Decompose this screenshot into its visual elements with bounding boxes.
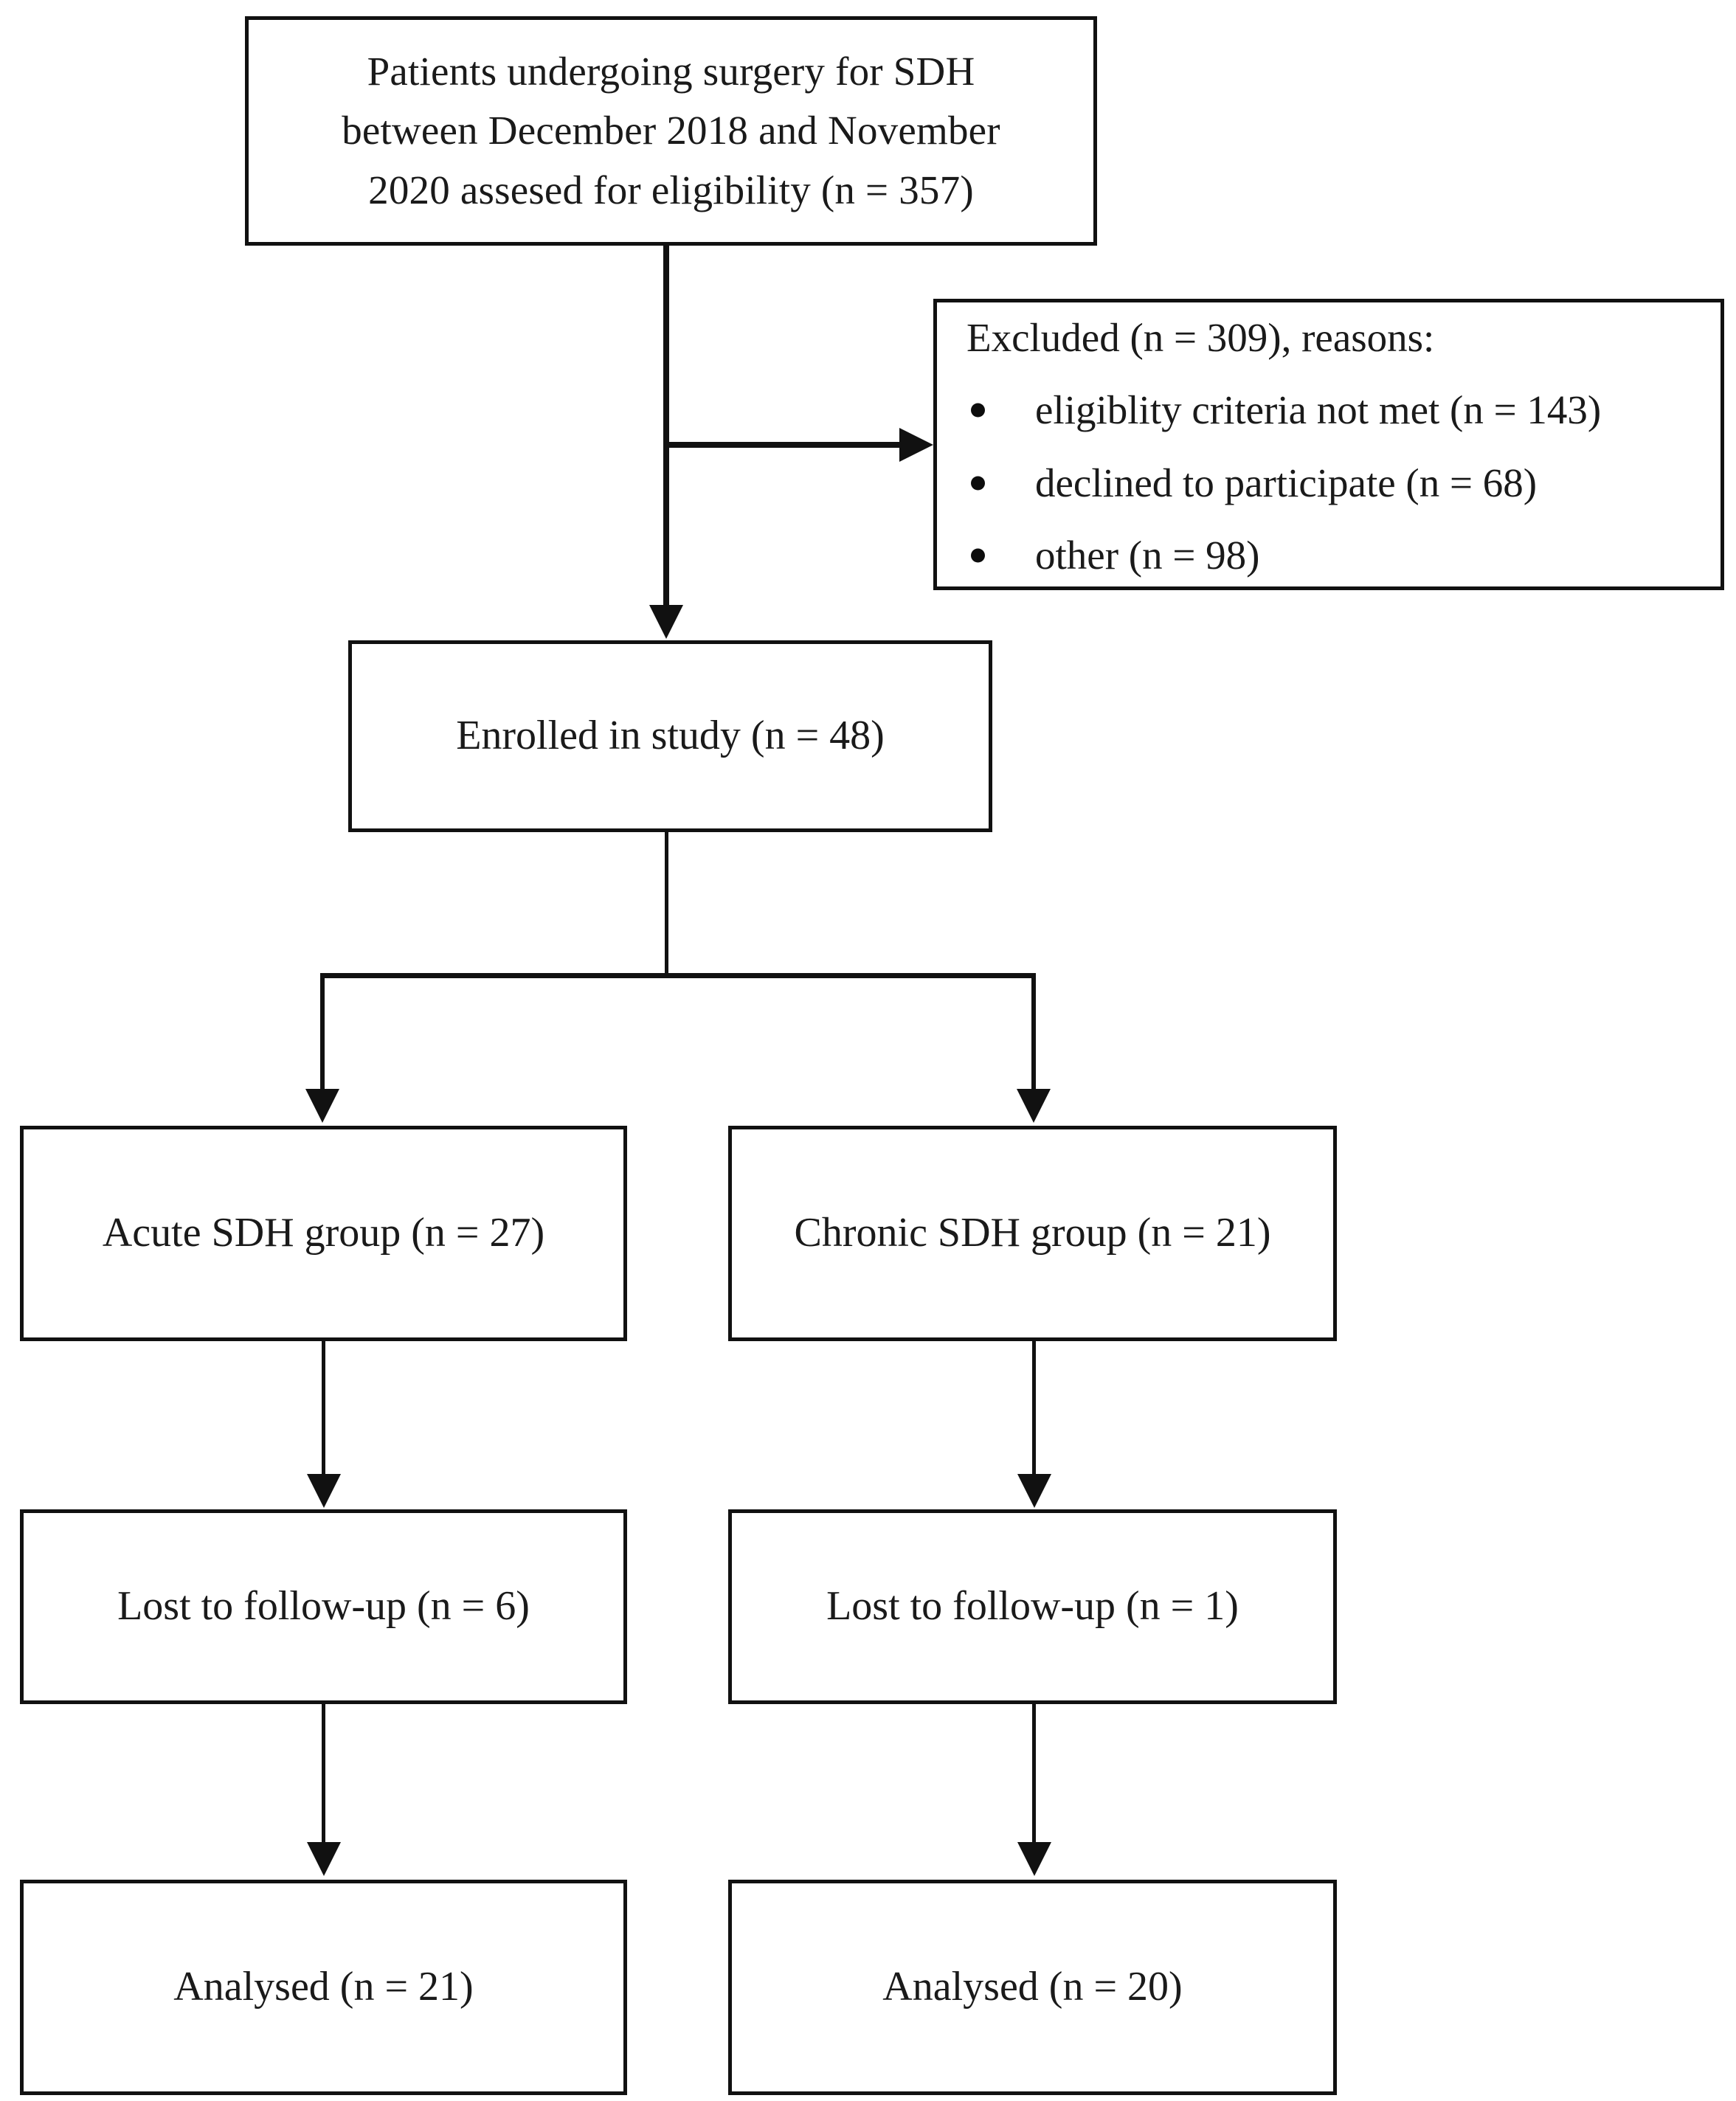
arrowhead-spine-to-excluded [899,428,933,462]
arrowhead-acute-to-lost [307,1474,341,1508]
node-acute-sdh-group: Acute SDH group (n = 27) [20,1126,627,1341]
excluded-reason-item: eligiblity criteria not met (n = 143) [966,387,1721,433]
bullet-icon [971,403,985,418]
arrowhead-assessed-to-enrolled [649,605,683,639]
acute-group-label: Acute SDH group (n = 27) [102,1210,545,1256]
excluded-reason-item: declined to participate (n = 68) [966,460,1721,506]
excluded-reason-text: declined to participate (n = 68) [1035,460,1538,505]
excluded-title: Excluded (n = 309), reasons: [966,314,1435,360]
bullet-icon [971,548,985,563]
node-excluded: Excluded (n = 309), reasons: eligiblity … [933,299,1724,590]
node-assessed-for-eligibility: Patients undergoing surgery for SDH betw… [245,16,1097,246]
connector-spine-to-excluded [666,442,901,448]
assessed-line-3: 2020 assesed for eligibility (n = 357) [368,167,974,212]
arrowhead-lost-to-analysed-acute [307,1842,341,1876]
node-analysed-acute: Analysed (n = 21) [20,1880,627,2095]
arrowhead-chronic-to-lost [1017,1474,1051,1508]
node-lost-to-followup-chronic: Lost to follow-up (n = 1) [728,1509,1337,1704]
node-lost-to-followup-acute: Lost to follow-up (n = 6) [20,1509,627,1704]
node-enrolled-in-study: Enrolled in study (n = 48) [348,640,992,832]
excluded-reason-text: other (n = 98) [1035,533,1260,578]
connector-acute-to-lost [322,1341,325,1478]
connector-lost-to-analysed-chronic [1032,1704,1036,1844]
excluded-reason-item: other (n = 98) [966,533,1721,578]
connector-split-horizontal [320,973,1036,978]
connector-lost-to-analysed-acute [322,1704,325,1844]
bullet-icon [971,476,985,491]
connector-split-to-acute [320,973,325,1091]
excluded-reason-list: eligiblity criteria not met (n = 143) de… [966,387,1721,578]
assessed-line-2: between December 2018 and November [342,108,1000,153]
lost-chronic-label: Lost to follow-up (n = 1) [826,1583,1239,1630]
arrowhead-lost-to-analysed-chronic [1017,1842,1051,1876]
excluded-content: Excluded (n = 309), reasons: eligiblity … [937,302,1721,586]
connector-enrolled-to-split [665,832,668,977]
node-analysed-chronic: Analysed (n = 20) [728,1880,1337,2095]
lost-acute-label: Lost to follow-up (n = 6) [117,1583,530,1630]
excluded-reason-text: eligiblity criteria not met (n = 143) [1035,387,1602,432]
analysed-chronic-label: Analysed (n = 20) [882,1964,1183,2010]
connector-chronic-to-lost [1032,1341,1036,1478]
enrolled-label: Enrolled in study (n = 48) [456,713,885,759]
node-chronic-sdh-group: Chronic SDH group (n = 21) [728,1126,1337,1341]
assessed-line-1: Patients undergoing surgery for SDH [367,49,975,94]
analysed-acute-label: Analysed (n = 21) [173,1964,474,2010]
connector-split-to-chronic [1031,973,1036,1091]
arrowhead-split-to-chronic [1017,1089,1051,1123]
arrowhead-split-to-acute [305,1089,339,1123]
chronic-group-label: Chronic SDH group (n = 21) [794,1210,1271,1256]
connector-assessed-to-enrolled [663,246,669,607]
